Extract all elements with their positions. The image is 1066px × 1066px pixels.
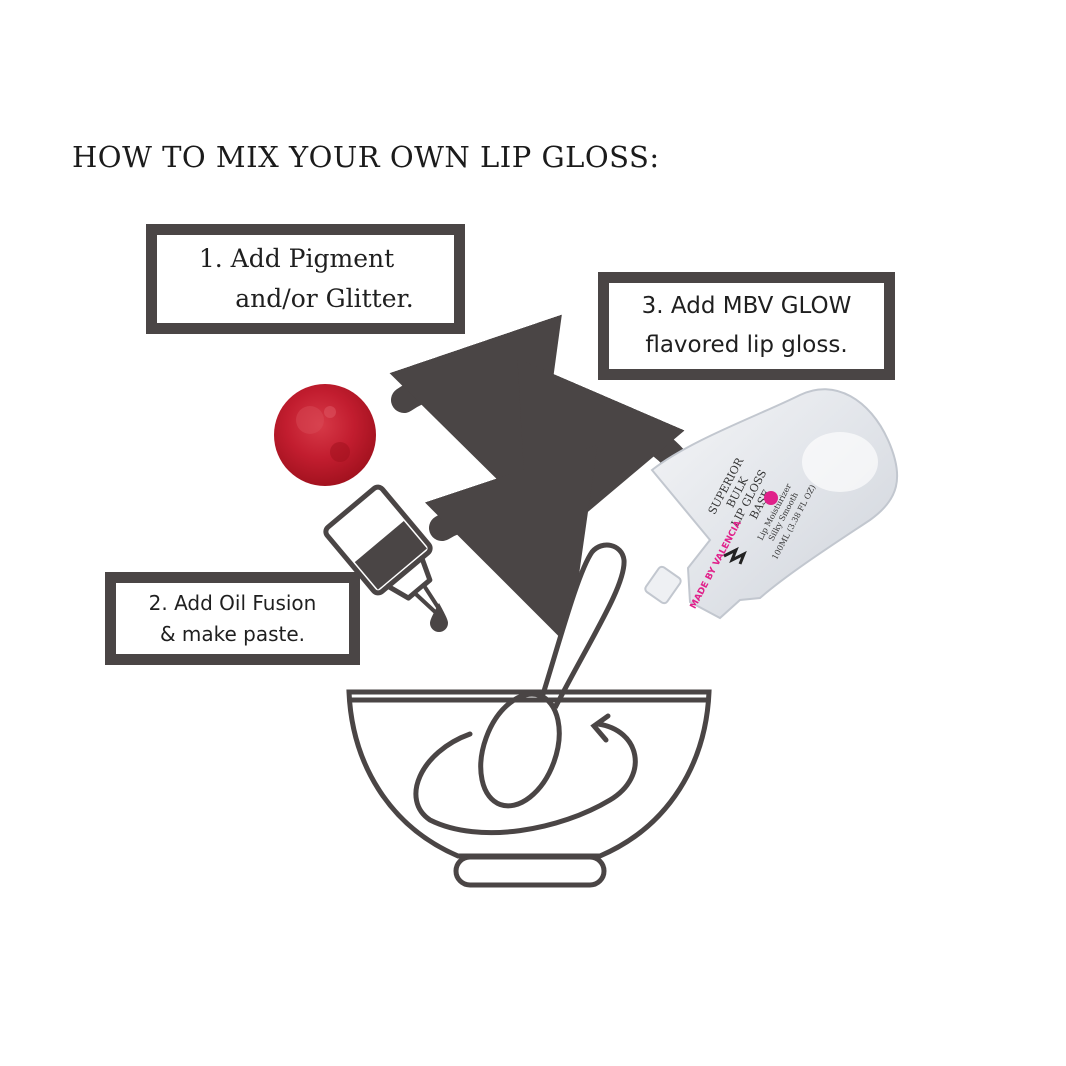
spoon-icon [478,542,627,809]
step-1-box: 1. Add Pigment and/or Glitter. [146,224,465,334]
step-2-line-1: 2. Add Oil Fusion [148,590,317,615]
step-1-line-1: 1. Add Pigment [198,244,395,273]
step-3-line-1: 3. Add MBV GLOW [641,293,852,319]
step-2-box: 2. Add Oil Fusion & make paste. [105,572,360,665]
lips-logo-icon [764,491,778,505]
stir-arrow-icon [413,713,638,836]
pigment-powder-icon [274,384,376,486]
step-2-line-2: & make paste. [159,621,306,646]
lip-gloss-pouch-icon: SUPERIOR BULK LIP GLOSS BASE Lip Moistur… [644,388,899,620]
step-1-line-2: and/or Glitter. [235,284,414,313]
oil-bottle-icon [323,484,444,617]
step-3-line-2: flavored lip gloss. [645,332,848,358]
curved-arrow-icon [389,314,562,517]
mixing-bowl-icon [346,689,712,888]
curved-arrow-icon [424,444,598,647]
page-title: HOW TO MIX YOUR OWN LIP GLOSS: [72,140,660,174]
